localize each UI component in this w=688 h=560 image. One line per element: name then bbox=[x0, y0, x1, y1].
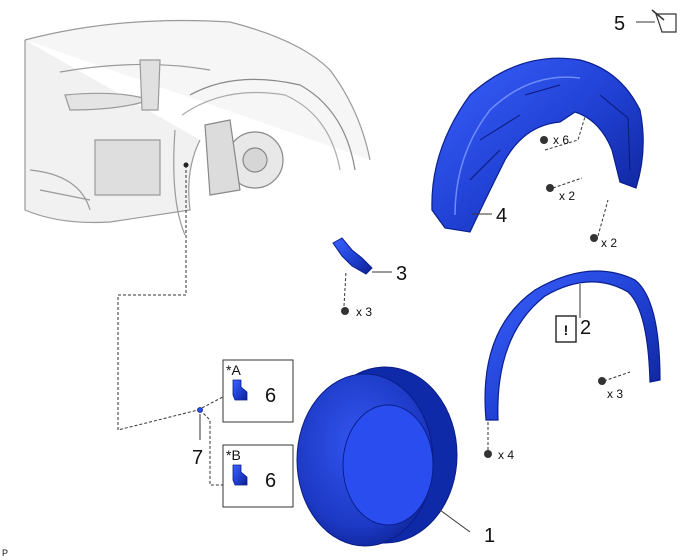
clip-fastener-icon bbox=[540, 136, 598, 242]
part-number-5: 5 bbox=[614, 13, 625, 35]
qty-part2-bottom: x 4 bbox=[498, 448, 514, 462]
qty-part4-mid: x 2 bbox=[559, 189, 575, 203]
qty-part4-upper: x 6 bbox=[553, 133, 569, 147]
splash-shield-bracket bbox=[332, 237, 373, 275]
page-code: P bbox=[2, 548, 8, 558]
variant-box-b bbox=[222, 444, 294, 508]
exclamation-box-icon: ! bbox=[555, 315, 577, 343]
part-number-6b: 6 bbox=[265, 470, 276, 492]
part-number-1: 1 bbox=[484, 525, 495, 547]
part-number-2: 2 bbox=[580, 317, 591, 339]
part-number-6a: 6 bbox=[265, 385, 276, 407]
clip-7-icon bbox=[197, 407, 203, 413]
leader-part-1 bbox=[439, 509, 471, 533]
grease-applicator-icon bbox=[636, 9, 677, 33]
screw-icon bbox=[341, 307, 349, 315]
qty-part3: x 3 bbox=[356, 305, 372, 319]
wheel-opening-molding bbox=[484, 270, 661, 421]
vehicle-front-illustration bbox=[24, 19, 371, 236]
notice-mark: ! bbox=[564, 322, 569, 338]
fender-liner bbox=[431, 57, 644, 233]
qty-part4-low: x 2 bbox=[601, 236, 617, 250]
part-number-3: 3 bbox=[396, 263, 407, 285]
screw-icon bbox=[484, 377, 606, 458]
variant-tag-b: *B bbox=[226, 447, 241, 463]
variant-tag-a: *A bbox=[226, 362, 241, 378]
qty-part2-right: x 3 bbox=[607, 387, 623, 401]
variant-box-a bbox=[222, 359, 294, 423]
part-number-4: 4 bbox=[496, 205, 507, 227]
tire bbox=[296, 366, 458, 547]
part-number-7: 7 bbox=[192, 447, 203, 469]
